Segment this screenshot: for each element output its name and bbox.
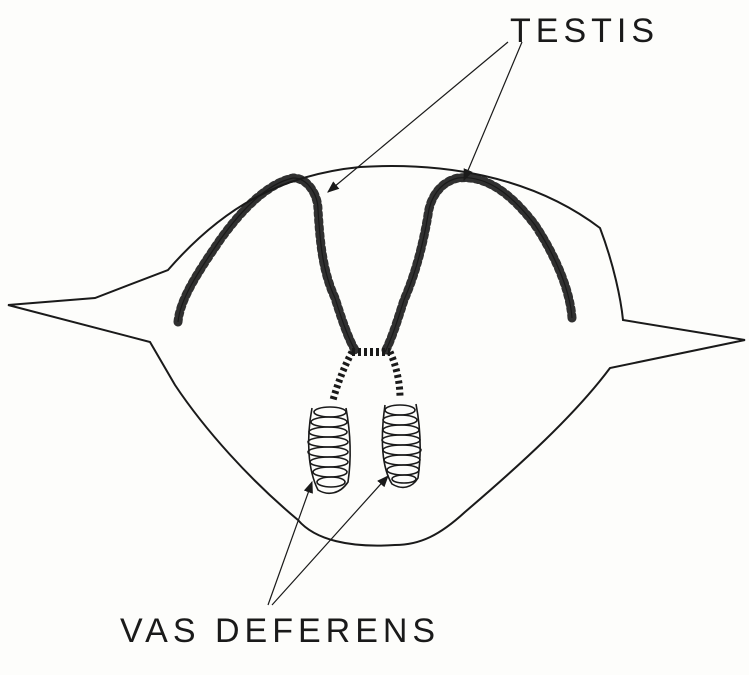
vas-pointer-right bbox=[272, 476, 388, 605]
right-testis bbox=[385, 178, 572, 352]
testis-label: TESTIS bbox=[510, 12, 659, 51]
left-duct bbox=[333, 352, 352, 400]
testis-pointer-left bbox=[328, 42, 508, 192]
left-vas-deferens-coil bbox=[308, 407, 350, 493]
right-vas-deferens-coil bbox=[382, 404, 421, 487]
vas-deferens-label: VAS DEFERENS bbox=[120, 612, 440, 651]
right-duct bbox=[390, 352, 400, 398]
testis-pointer-right bbox=[464, 42, 522, 180]
